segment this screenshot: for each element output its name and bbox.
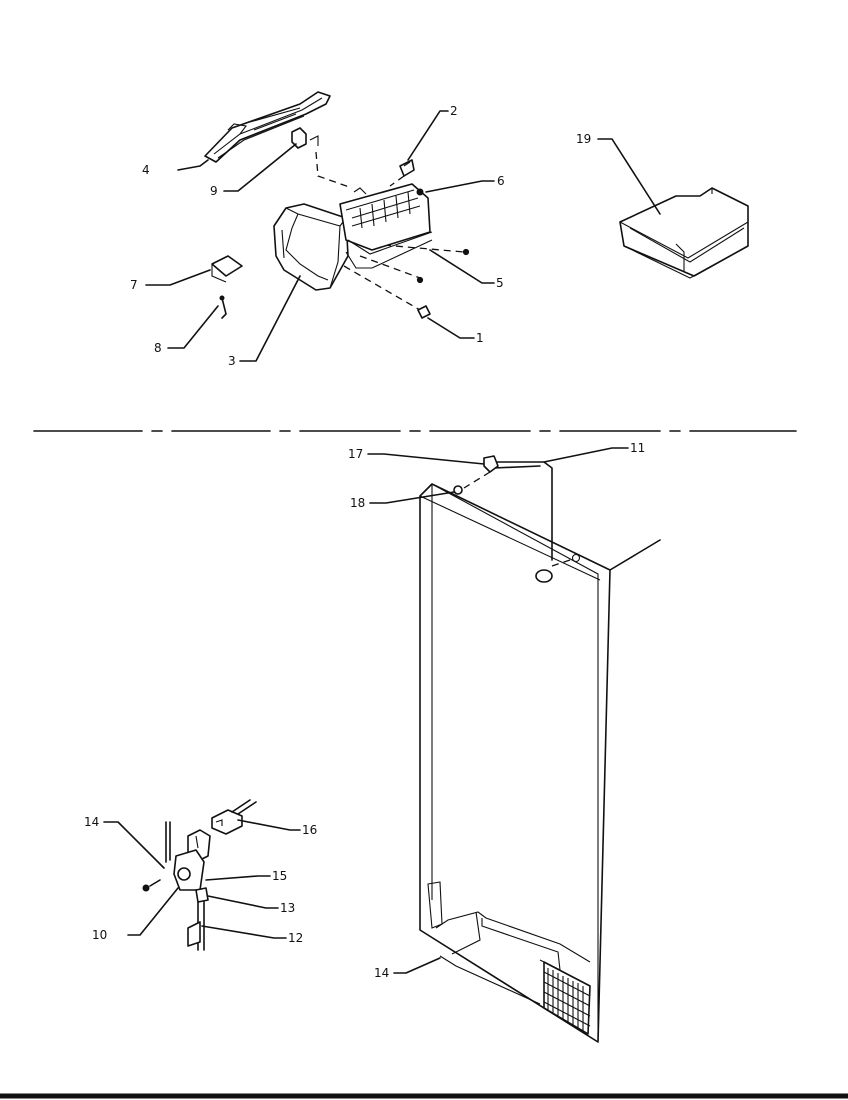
callout-13: 13: [280, 901, 295, 915]
part-5-ice-mold: [339, 183, 433, 269]
callout-6: 6: [497, 174, 505, 188]
part-7-plate: [211, 255, 243, 283]
part-2-clip: [399, 159, 415, 177]
ice-maker-assembly: [204, 91, 749, 319]
assembly-line-2: [389, 175, 405, 187]
part-5-screw-b: [416, 276, 424, 284]
part-11-tube: [491, 461, 581, 583]
part-18-fitting: [453, 485, 463, 495]
callout-14-door: 14: [374, 966, 389, 980]
assembly-line-5b: [359, 255, 421, 279]
part-5-screw-a: [462, 248, 470, 256]
callout-5: 5: [496, 276, 504, 290]
part-12-bracket: [187, 921, 201, 947]
part-1-screw: [417, 305, 431, 319]
part-17-grommet: [483, 455, 499, 473]
callout-17: 17: [348, 447, 363, 461]
callout-leaders-upper: [145, 110, 661, 362]
callout-7: 7: [130, 278, 138, 292]
part-3-housing: [273, 203, 349, 291]
callout-labels: 1 2 3 4 5 6 7 8 9 19 11 17 18 14 16 15 1…: [84, 104, 645, 980]
callout-2: 2: [450, 104, 458, 118]
part-16-connector: [211, 809, 243, 835]
part-6-screw: [416, 188, 424, 196]
callout-10: 10: [92, 928, 107, 942]
part-19-ice-bin: [619, 187, 749, 279]
part-4-harness: [204, 91, 331, 163]
callout-8: 8: [154, 341, 162, 355]
callout-12: 12: [288, 931, 303, 945]
callout-3: 3: [228, 354, 236, 368]
callout-1: 1: [476, 331, 484, 345]
door-grille: [543, 961, 591, 1035]
callout-19: 19: [576, 132, 591, 146]
part-13-fitting: [195, 887, 209, 903]
part-8-screw: [219, 295, 227, 319]
callout-15: 15: [272, 869, 287, 883]
callout-16: 16: [302, 823, 317, 837]
callout-9: 9: [210, 184, 218, 198]
callout-14-valve: 14: [84, 815, 99, 829]
callout-4: 4: [142, 163, 150, 177]
freezer-door: [419, 455, 661, 1043]
bottom-rule: [0, 1093, 848, 1099]
water-valve-assembly: [142, 799, 257, 951]
callout-18: 18: [350, 496, 365, 510]
callout-11: 11: [630, 441, 645, 455]
callout-leaders-lower: [103, 447, 629, 974]
assembly-line-1: [343, 265, 421, 311]
part-9-bracket: [291, 127, 319, 149]
assembly-line-9: [315, 151, 353, 189]
